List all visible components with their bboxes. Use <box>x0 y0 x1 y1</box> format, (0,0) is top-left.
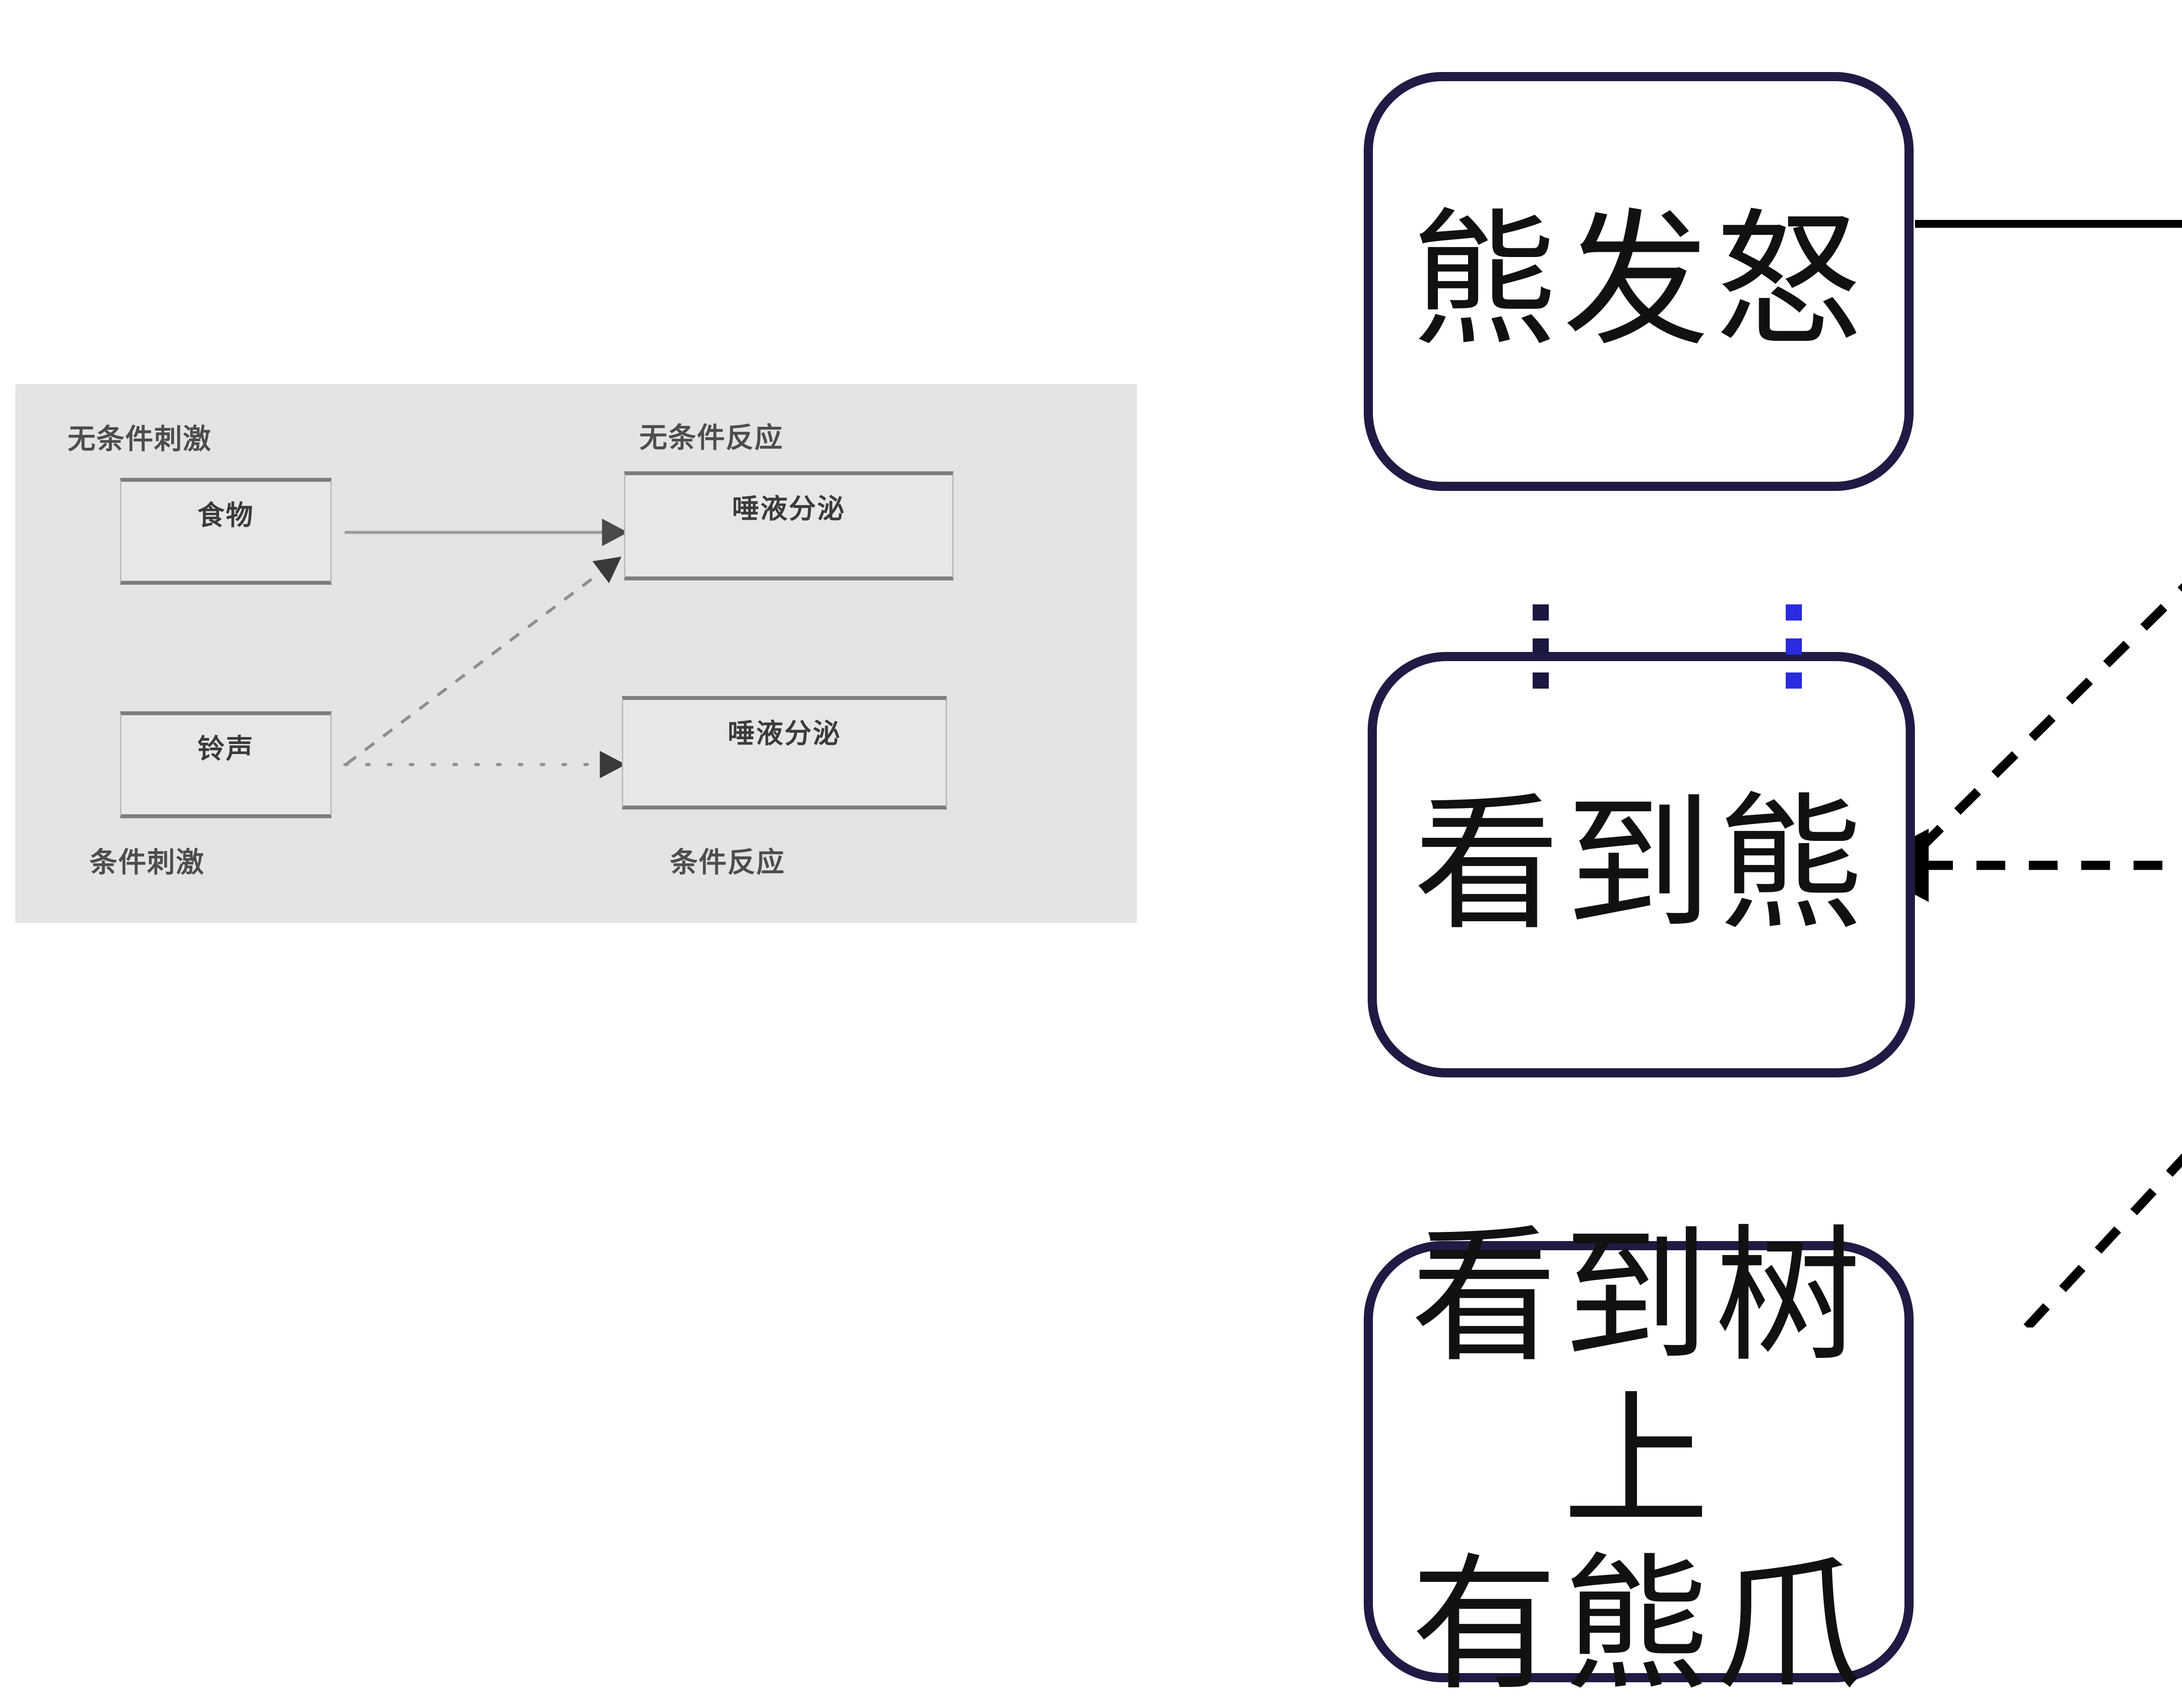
unconditioned-response-label: 无条件反应 <box>639 422 783 453</box>
ellipsis-dot <box>1533 638 1549 655</box>
cc-box-bell: 铃声 <box>120 711 332 818</box>
ellipsis-left-column <box>1533 604 1549 707</box>
conditioned-stimulus-label: 条件刺激 <box>89 847 205 878</box>
node-see-claw[interactable]: 看到树上 有熊爪 <box>1364 1215 1914 1708</box>
cc-box-food: 食物 <box>120 478 332 585</box>
value-propagation-panel: 熊发怒 看到熊 看到树上 有熊爪 奖励 V(s′) V(s) <box>1266 0 2182 1708</box>
ellipsis-dot <box>1786 638 1802 655</box>
cc-box-bell-label: 铃声 <box>197 734 254 764</box>
node-see-claw-label: 看到树上 有熊爪 <box>1373 1215 1904 1708</box>
ellipsis-dot <box>1533 672 1549 689</box>
node-bear-angry[interactable]: 熊发怒 <box>1364 72 1914 491</box>
cc-box-salivation-bottom-label: 唾液分泌 <box>727 719 841 749</box>
value-propagation-arrows <box>1860 220 2182 1327</box>
ellipsis-dot <box>1533 604 1549 621</box>
node-see-bear-label: 看到熊 <box>1413 782 1869 947</box>
unconditioned-stimulus-label: 无条件刺激 <box>68 423 212 455</box>
cc-box-salivation-bottom: 唾液分泌 <box>622 696 947 809</box>
node-see-claw-line2: 有熊爪 <box>1411 1543 1866 1708</box>
arrow-bell-to-salivation-diagonal <box>346 556 622 765</box>
ellipsis-dot <box>1786 672 1802 689</box>
ellipsis-right-column <box>1786 604 1802 707</box>
node-see-claw-line1: 看到树上 <box>1411 1215 1866 1543</box>
cc-box-salivation-top: 唾液分泌 <box>624 471 954 580</box>
node-see-bear[interactable]: 看到熊 <box>1368 652 1915 1077</box>
arrow-see-bear-to-reward <box>1917 583 2182 852</box>
arrow-see-claw-to-v-s-prime <box>2021 1153 2182 1327</box>
cc-box-food-label: 食物 <box>197 501 254 531</box>
cc-box-salivation-top-label: 唾液分泌 <box>732 494 846 524</box>
node-bear-angry-label: 熊发怒 <box>1411 199 1866 363</box>
ellipsis-dot <box>1786 604 1802 621</box>
classical-conditioning-panel: 无条件刺激 无条件反应 条件刺激 条件反应 食物 铃声 唾液分泌 唾液分泌 <box>15 384 1137 923</box>
conditioned-response-label: 条件反应 <box>670 847 785 878</box>
